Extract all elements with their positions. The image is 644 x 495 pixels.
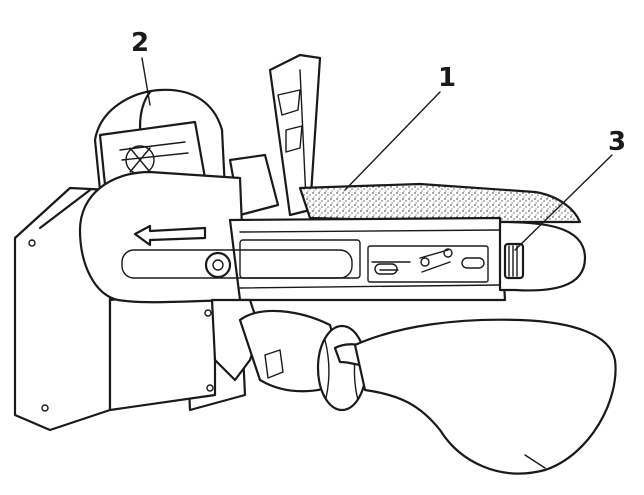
callout-2: 2 [131, 28, 149, 58]
tracking-knob [503, 242, 525, 280]
leader-1 [344, 91, 441, 191]
dust-bag [353, 318, 617, 475]
leader-3 [514, 154, 613, 251]
sanding-belt [298, 182, 582, 224]
callout-1: 1 [438, 63, 456, 93]
callout-leaders [141, 57, 613, 251]
motor-housing [93, 88, 227, 192]
leader-2 [141, 57, 151, 106]
belt-frame [78, 170, 587, 304]
callout-3: 3 [608, 127, 626, 157]
